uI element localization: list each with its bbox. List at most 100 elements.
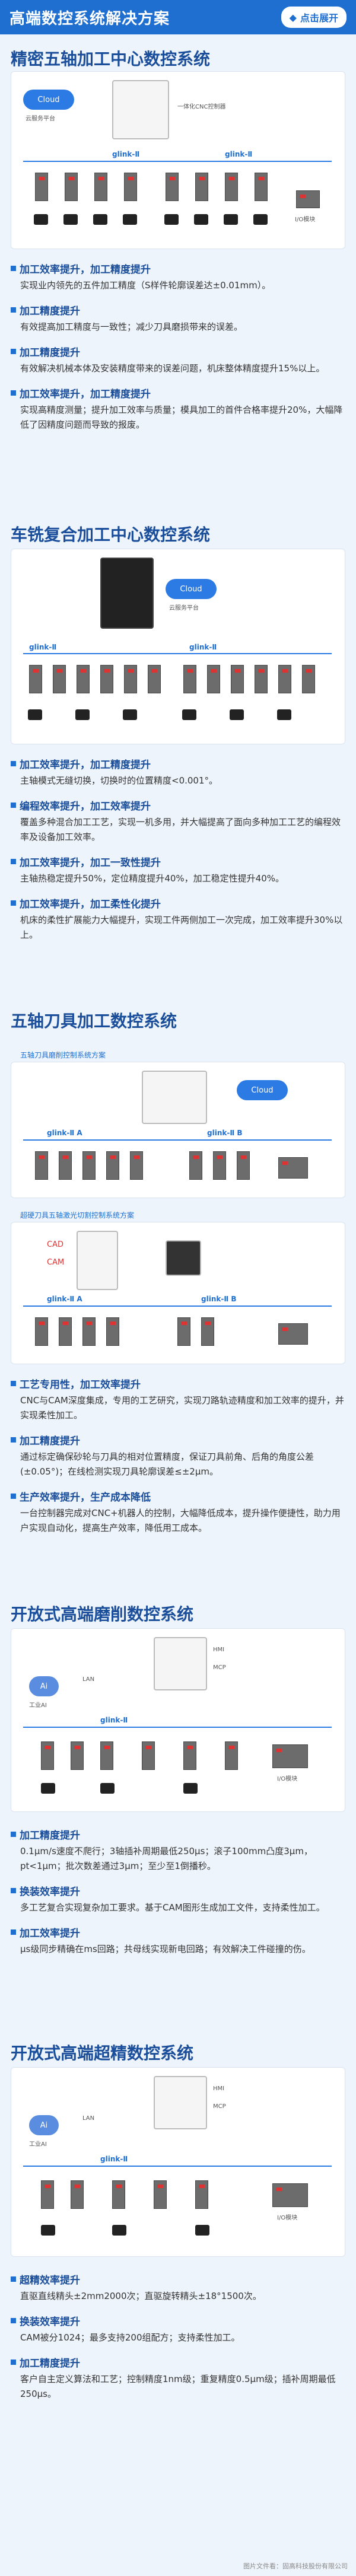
cam-label: CAM [47, 1258, 65, 1267]
motor-icon [112, 2225, 126, 2236]
cloud-icon: Cloud [23, 90, 74, 110]
benefit-head: 超精效率提升 [20, 2275, 80, 2287]
bullet-square-icon [11, 761, 16, 766]
motor-icon [34, 214, 48, 225]
bullet-square-icon [11, 1381, 16, 1386]
io-module [272, 1744, 308, 1768]
lan-label: LAN [82, 2115, 95, 2122]
benefit-head: 加工效率提升 [20, 1928, 80, 1940]
diagram-tool-grinding: Cloud glink-Ⅱ A glink-Ⅱ B [11, 1062, 345, 1198]
glink-label-2: glink-Ⅱ [225, 150, 253, 158]
page-title: 高端数控系统解决方案 [9, 9, 170, 28]
io-caption: I/O模块 [295, 216, 316, 223]
benefit-text: μs级同步精确在ms回路；共母线实现新电回路；有效解决工件碰撞的伤。 [20, 1944, 311, 1954]
benefits-superfinish: 超精效率提升直驱直线精头±2mm2000次；直驱旋转精头±18°1500次。 换… [11, 2272, 345, 2411]
servo-drive [29, 665, 42, 693]
motor-icon [93, 214, 107, 225]
hmi-panel [154, 2076, 207, 2129]
ai-icon: Ai [29, 1676, 59, 1696]
servo-drive [124, 665, 137, 693]
diagram-turn-mill: Cloud 云服务平台 glink-Ⅱ glink-Ⅱ [11, 549, 345, 744]
motor-icon [277, 709, 291, 720]
glink-label-a: glink-Ⅱ A [47, 1295, 82, 1303]
motor-icon [123, 214, 137, 225]
turn-mill-controller [100, 558, 154, 629]
servo-drive [207, 665, 220, 693]
ai-caption: 工业AI [29, 1702, 47, 1709]
servo-drive [183, 665, 196, 693]
servo-drive [278, 665, 291, 693]
expand-label: 点击展开 [300, 12, 338, 24]
diagram-superfinish: Ai 工业AI LAN HMI MCP glink-Ⅱ I/O模块 [11, 2067, 345, 2257]
motor-icon [63, 214, 78, 225]
motor-icon [28, 709, 42, 720]
benefit-head: 加工效率提升，加工精度提升 [20, 264, 151, 276]
motor-icon [41, 2225, 55, 2236]
caption-grinding: 五轴刀具磨削控制系统方案 [20, 1051, 106, 1059]
benefit-item: 编程效率提升，加工效率提升覆盖多种混合加工工艺，实现一机多用，并大幅提高了面向多… [11, 798, 345, 845]
controller-caption: 一体化CNC控制器 [177, 104, 226, 110]
servo-drive [59, 1151, 72, 1180]
servo-drive [183, 1741, 196, 1770]
mcp-label: MCP [213, 1664, 226, 1671]
motor-icon [195, 2225, 209, 2236]
servo-drive [189, 1151, 202, 1180]
benefit-item: 加工效率提升 μs级同步精确在ms回路；共母线实现新电回路；有效解决工件碰撞的伤。 [11, 1925, 345, 1957]
motor-icon [182, 709, 196, 720]
servo-drive [35, 173, 48, 201]
glink-label-1: glink-Ⅱ [29, 643, 57, 651]
servo-drive [231, 665, 244, 693]
benefit-text: 实现高精度测量；提升加工效率与质量；模具加工的首件合格率提升20%，大幅降低了因… [20, 405, 343, 430]
servo-drive [237, 1151, 250, 1180]
servo-drive [106, 1317, 119, 1346]
bullet-square-icon [11, 2360, 16, 2365]
cnc-controller [112, 80, 169, 139]
servo-drive [225, 1741, 238, 1770]
diagram-five-axis: Cloud 云服务平台 一体化CNC控制器 glink-Ⅱ glink-Ⅱ I/… [11, 71, 345, 249]
servo-drive [225, 173, 238, 201]
bus-line [23, 2166, 332, 2167]
laser-unit [166, 1240, 201, 1276]
cad-label: CAD [47, 1240, 63, 1249]
top-bar: 高端数控系统解决方案 ◆ 点击展开 [0, 0, 356, 34]
bullet-square-icon [11, 1437, 16, 1443]
benefit-text: 主轴热稳定提升50%，定位精度提升40%，加工稳定性提升40%。 [20, 873, 285, 884]
io-module [278, 1323, 308, 1345]
motor-icon [123, 709, 137, 720]
motor-icon [41, 1783, 55, 1794]
bus-line [23, 1305, 332, 1307]
cloud-caption: 云服务平台 [26, 116, 55, 122]
motor-icon [194, 214, 208, 225]
servo-drive [154, 2180, 167, 2209]
bullet-square-icon [11, 1888, 16, 1893]
benefit-head: 换装效率提升 [20, 1886, 80, 1898]
benefit-text: 有效解决机械本体及安装精度带来的误差问题，机床整体精度提升15%以上。 [20, 363, 325, 374]
benefit-head: 加工精度提升 [20, 2358, 80, 2370]
benefit-item: 加工效率提升，加工精度提升实现业内领先的五件加工精度（S样件轮廓误差达±0.01… [11, 261, 345, 293]
bullet-square-icon [11, 2318, 16, 2323]
benefit-head: 加工精度提升 [20, 347, 80, 359]
servo-drive [41, 1741, 54, 1770]
diagram-tool-laser: CAD CAM glink-Ⅱ A glink-Ⅱ B [11, 1222, 345, 1364]
io-module [278, 1157, 308, 1179]
cloud-icon: Cloud [166, 579, 217, 599]
benefits-five-axis: 加工效率提升，加工精度提升实现业内领先的五件加工精度（S样件轮廓误差达±0.01… [11, 261, 345, 442]
servo-drive [71, 2180, 84, 2209]
expand-button[interactable]: ◆ 点击展开 [281, 7, 347, 28]
section-title-turn-mill: 车铣复合加工中心数控系统 [11, 525, 211, 545]
bullet-square-icon [11, 900, 16, 906]
servo-drive [177, 1317, 190, 1346]
benefit-item: 加工精度提升有效解决机械本体及安装精度带来的误差问题，机床整体精度提升15%以上… [11, 344, 345, 376]
section-title-tool: 五轴刀具加工数控系统 [11, 1011, 177, 1031]
bullet-square-icon [11, 2276, 16, 2282]
hmi-label: HMI [213, 2085, 225, 2092]
motor-icon [224, 214, 238, 225]
bullet-square-icon [11, 307, 16, 313]
io-caption: I/O模块 [277, 1776, 298, 1782]
servo-drive [82, 1317, 96, 1346]
section-title-five-axis: 精密五轴加工中心数控系统 [11, 49, 211, 69]
